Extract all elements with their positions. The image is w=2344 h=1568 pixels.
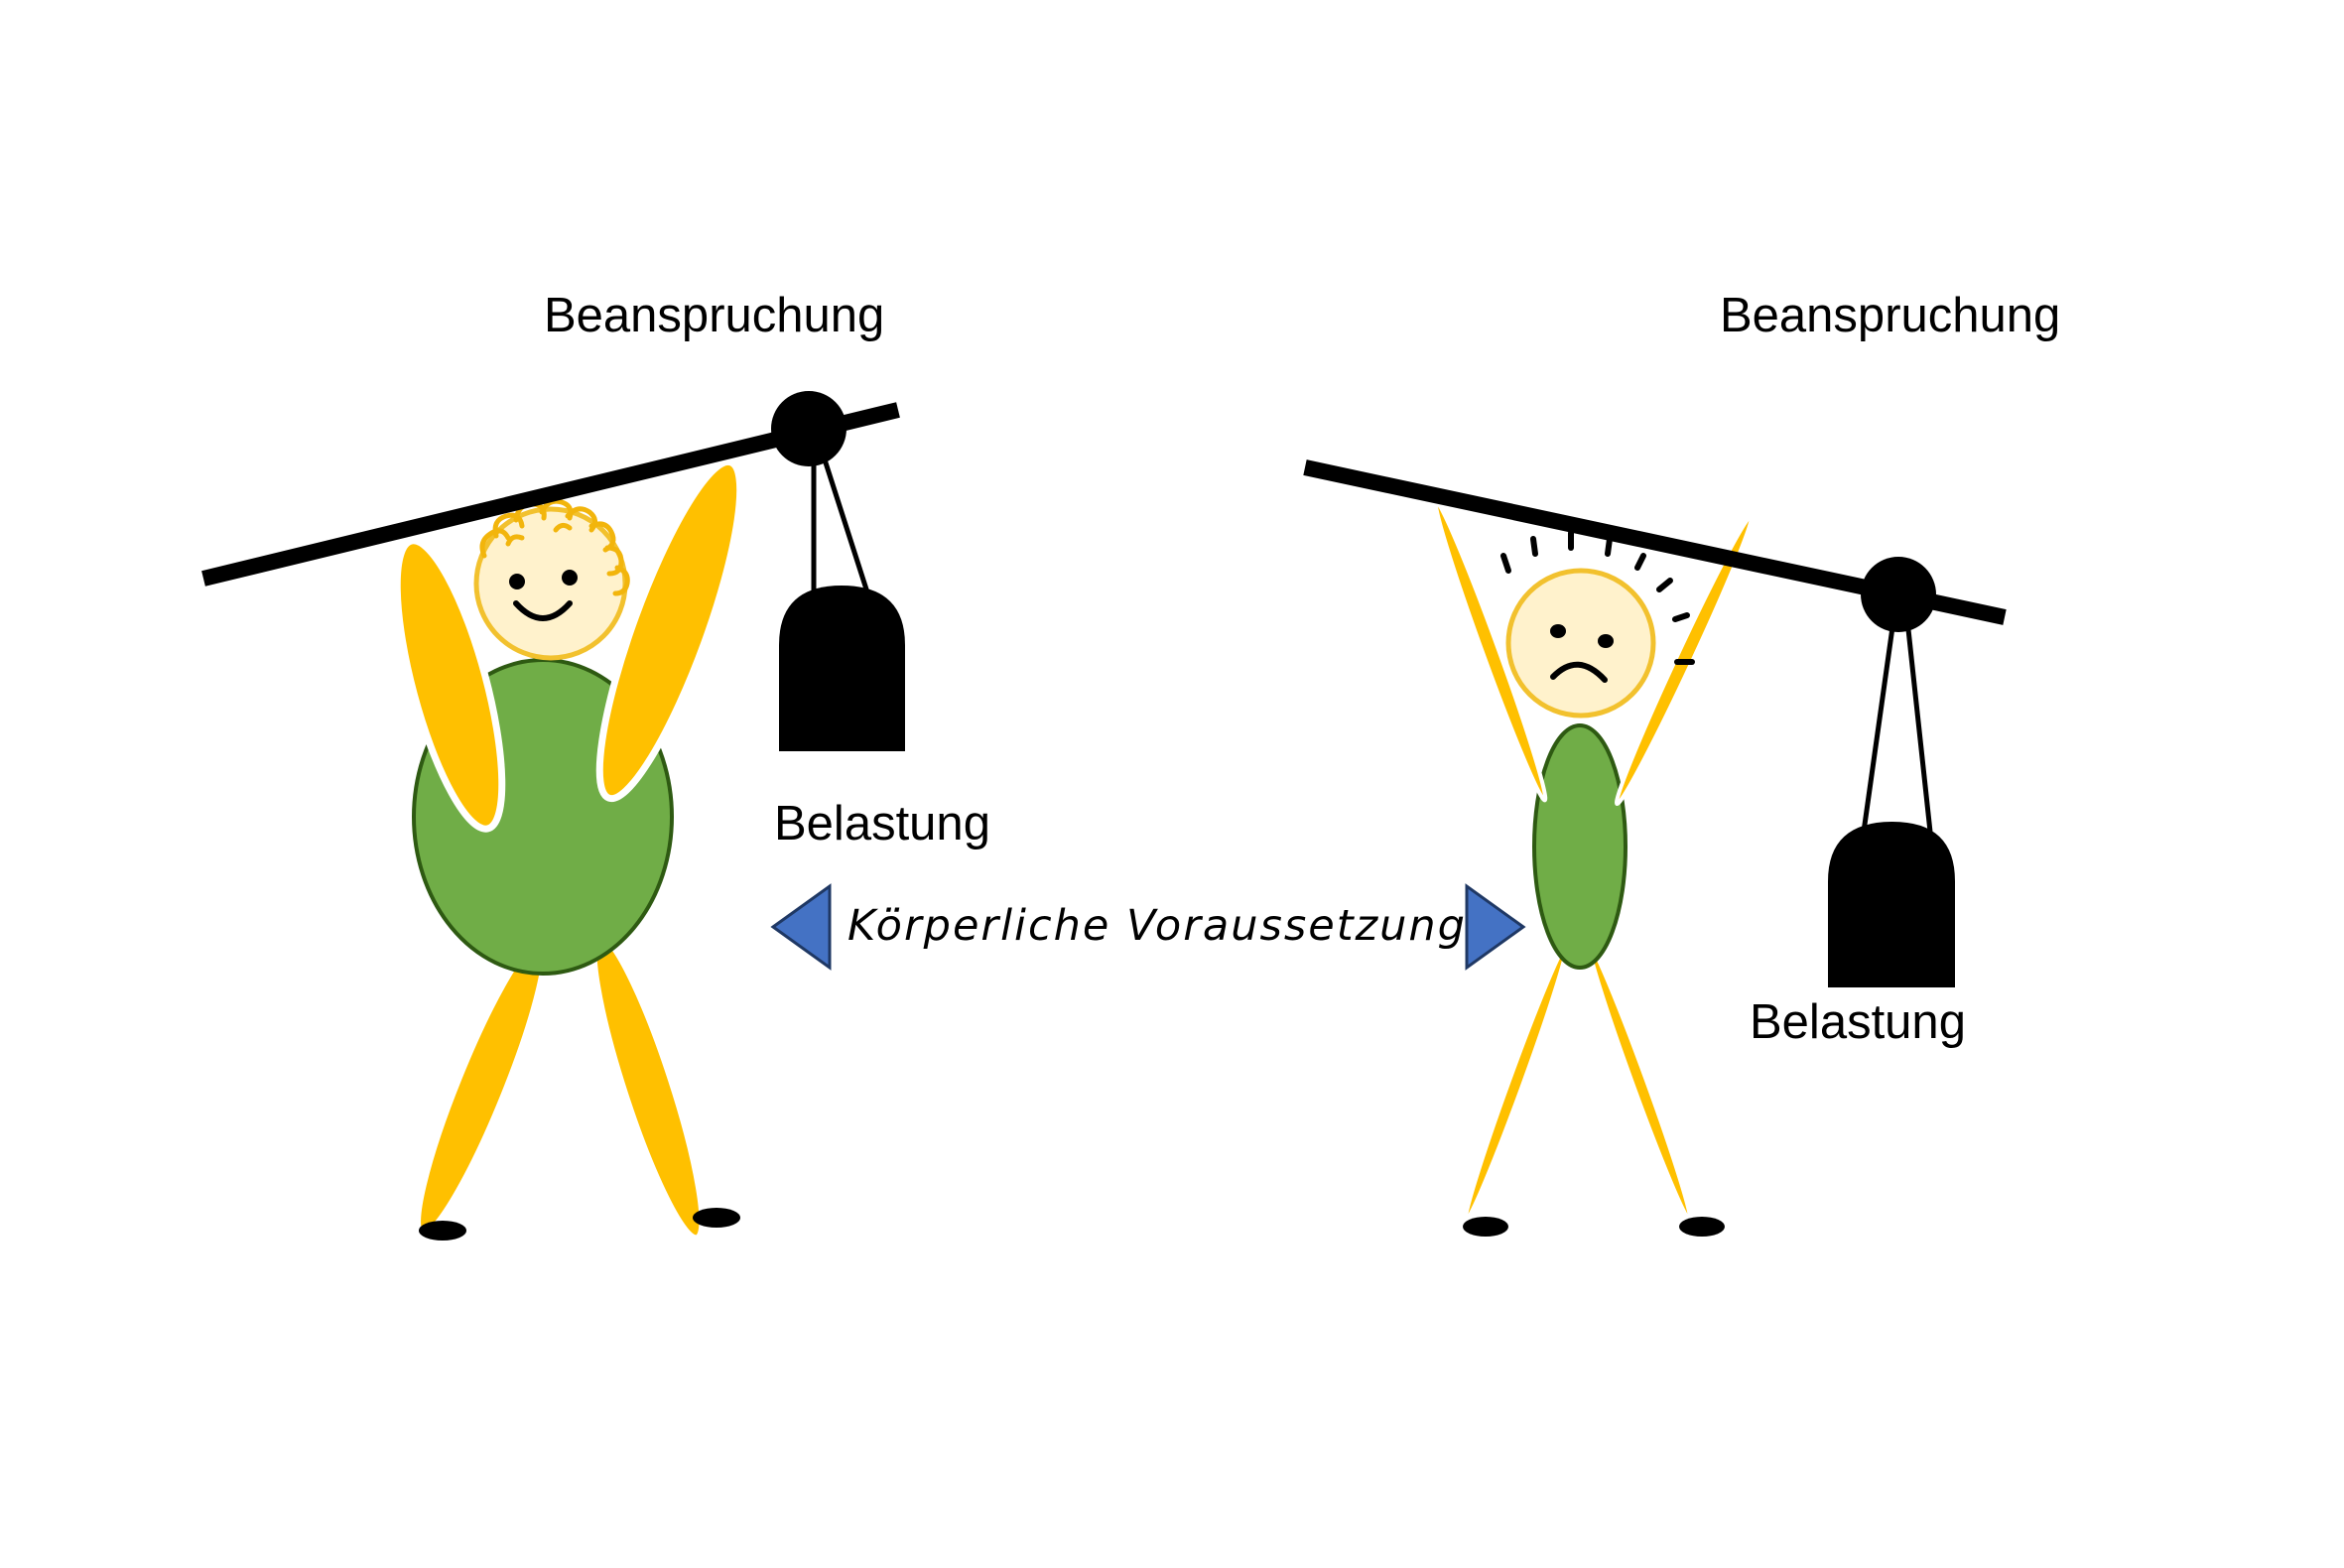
right-weight-strap-right: [1904, 619, 1933, 833]
left-load-label: Belastung: [774, 797, 990, 850]
left-figure-foot-left: [419, 1221, 466, 1241]
right-weight: [1828, 822, 1955, 987]
right-figure-foot-right: [1679, 1217, 1725, 1237]
left-figure-foot-right: [693, 1208, 740, 1228]
arrow-right-icon: [1465, 883, 1526, 971]
left-weight: [779, 586, 905, 751]
right-weight-strap-left: [1861, 619, 1896, 833]
right-figure-leg-left: [1463, 941, 1570, 1223]
left-figure-leg-right: [590, 932, 706, 1241]
left-figure-smile: [513, 600, 573, 621]
left-figure-eye-right: [562, 570, 578, 586]
left-top-label: Beanspruchung: [544, 289, 885, 342]
left-figure-arm-left: [393, 537, 506, 833]
center-label: Körperliche Voraussetzung: [847, 901, 1467, 951]
right-figure-eye-left: [1550, 624, 1566, 638]
arrow-left-icon: [770, 883, 832, 971]
right-load-label: Belastung: [1750, 995, 1966, 1049]
right-barbell-joint: [1861, 557, 1936, 632]
right-figure-head: [1505, 568, 1656, 719]
right-figure-stress-lines: [1500, 530, 1695, 665]
right-figure-leg-right: [1586, 941, 1693, 1223]
left-figure-leg-left: [415, 936, 548, 1238]
left-barbell-joint: [771, 391, 846, 466]
left-weight-strap-right: [821, 456, 871, 596]
left-figure-hair: [479, 498, 630, 596]
right-figure-foot-left: [1463, 1217, 1508, 1237]
left-figure-arm-right: [595, 457, 744, 803]
left-figure-eye-left: [509, 574, 525, 589]
right-figure-body: [1532, 723, 1628, 970]
right-figure-frown: [1550, 661, 1608, 683]
right-figure-eye-right: [1598, 634, 1614, 648]
right-top-label: Beanspruchung: [1720, 289, 2061, 342]
right-figure: [1303, 459, 2007, 1237]
left-figure: [201, 391, 905, 1241]
